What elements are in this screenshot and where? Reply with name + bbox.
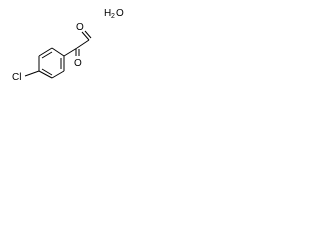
aldehyde-double-bond	[84, 30, 92, 39]
ketone-oxygen-label: O	[74, 58, 82, 69]
ring-double-bond	[41, 51, 53, 59]
ring-bond	[38, 47, 53, 57]
ring-carbonyl-bond	[63, 47, 78, 57]
molecule-drawing: Cl O O H 2 O	[12, 8, 124, 83]
benzene-ring	[38, 47, 65, 79]
water-oxygen-label: O	[116, 8, 124, 19]
water-hydrogen-label: H	[104, 8, 111, 19]
water-subscript-label: 2	[111, 13, 115, 20]
ring-bond	[38, 70, 53, 79]
ring-double-bond	[41, 68, 53, 76]
aldehyde-oxygen-label: O	[76, 22, 84, 33]
chlorine-label: Cl	[12, 72, 21, 83]
structure-diagram: Cl O O H 2 O	[0, 0, 137, 100]
ring-bond	[51, 47, 65, 57]
carbon-carbon-bond	[76, 39, 90, 49]
ring-bond	[51, 70, 65, 79]
chlorine-bond	[24, 70, 40, 77]
aldehyde-double-bond	[81, 31, 90, 41]
